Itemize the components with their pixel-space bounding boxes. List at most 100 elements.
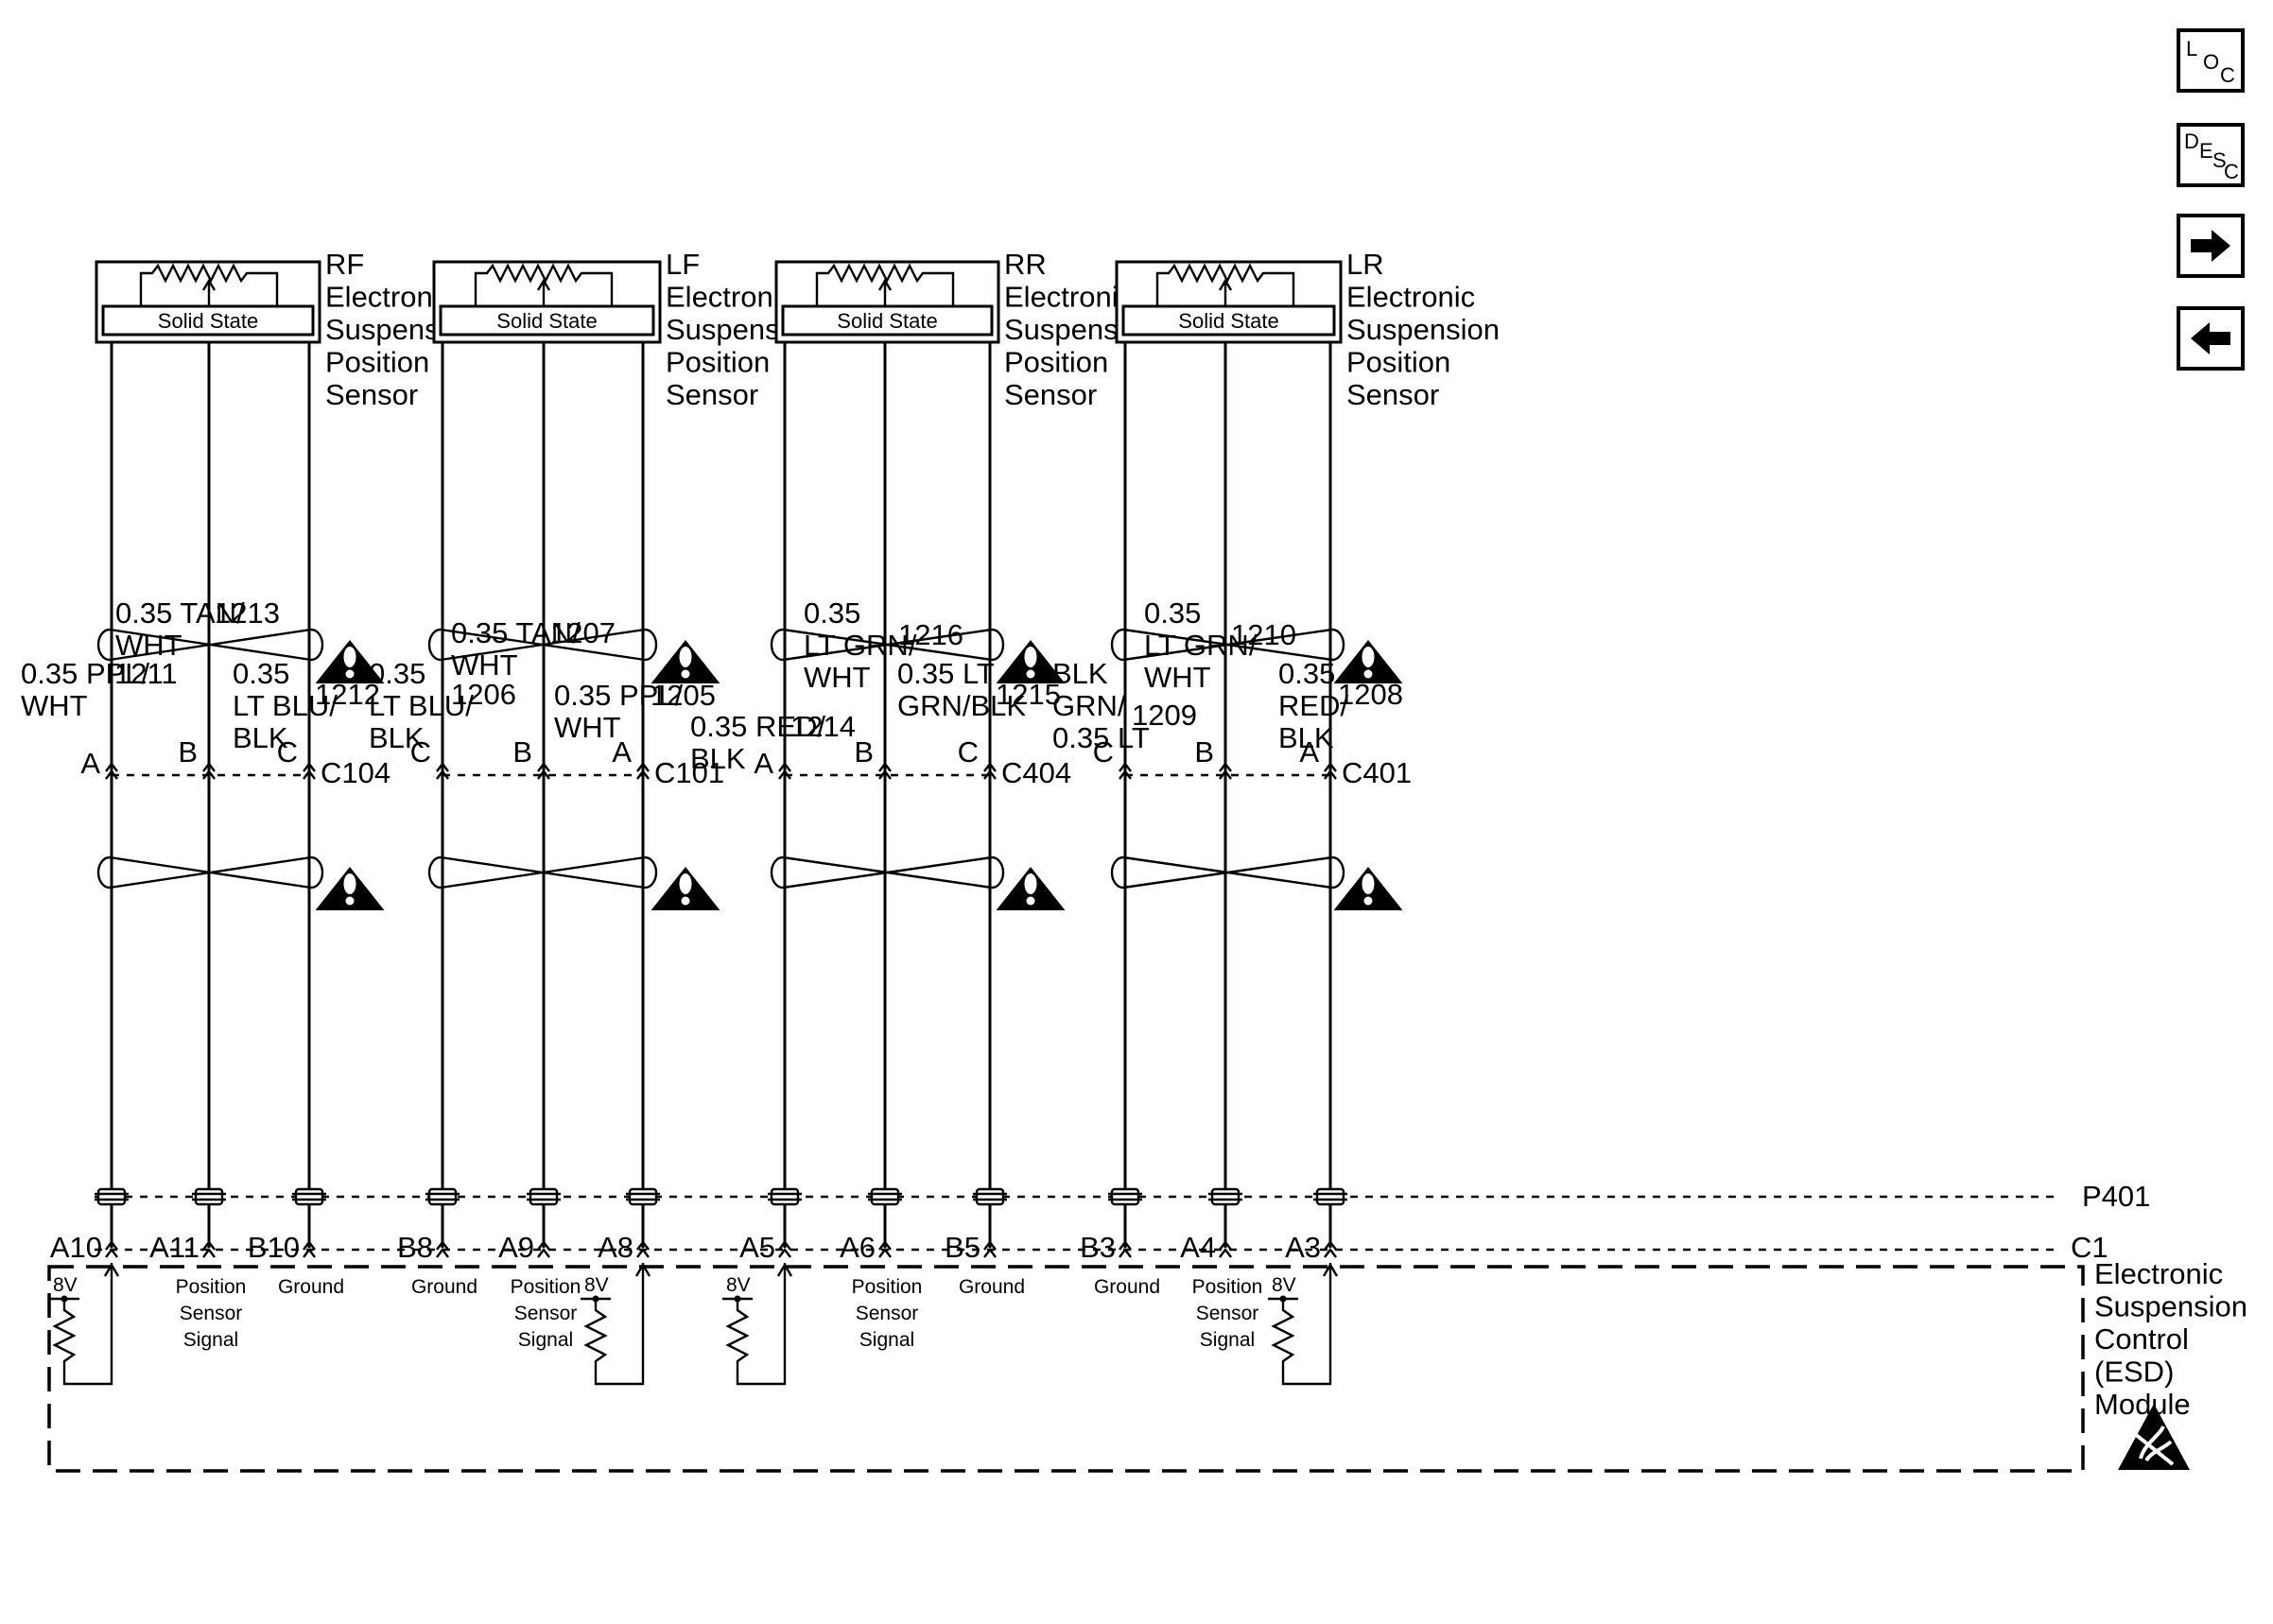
module-pin-number: B8: [397, 1231, 433, 1264]
pin-function-label: Signal: [1200, 1329, 1255, 1351]
module-pin-number: A6: [840, 1231, 876, 1264]
caution-mark: [343, 647, 356, 667]
connector-chevron-icon: [202, 1240, 216, 1251]
inline-connector-icon: [192, 1187, 226, 1206]
clip-body: [529, 1187, 559, 1206]
wire-color-label: WHT: [115, 629, 182, 662]
wiper-arrow: [536, 278, 551, 291]
wire-color-label: WHT: [554, 711, 621, 744]
wire-color-label: GRN/: [1052, 689, 1126, 722]
caution-dot: [1026, 669, 1035, 679]
pin-letter: C: [958, 735, 979, 769]
connector-chevron-icon: [878, 1240, 892, 1251]
pin-letter: A: [612, 735, 632, 769]
pin-function-label: Ground: [278, 1276, 344, 1298]
module-pin-number: A4: [1180, 1231, 1216, 1264]
sensor-name-line: Sensor: [1004, 378, 1097, 411]
twist-end: [1331, 628, 1345, 662]
pull-up-resistor-icon: 8V: [49, 1274, 79, 1369]
pin-letter: A: [80, 747, 100, 780]
wire-color-label: BLK: [690, 742, 746, 775]
desc-letter-s: S: [2212, 148, 2227, 172]
circuit-number: 1215: [996, 678, 1061, 711]
description-button[interactable]: D E S C: [2177, 123, 2245, 187]
pin-letter: B: [1194, 735, 1214, 769]
module-pin-number: A5: [739, 1231, 775, 1264]
connector-chevron-icon: [1119, 1240, 1132, 1251]
module-name-line: Control: [2094, 1322, 2189, 1356]
circuit-number: 1207: [550, 616, 616, 649]
connector-chevron-icon: [1119, 769, 1132, 780]
arrow-left-icon: [2191, 322, 2230, 354]
caution-triangle-icon: [651, 867, 720, 910]
connector-chevron-icon: [1324, 769, 1337, 780]
circuit-number: 1206: [451, 678, 516, 711]
input-arrow: [776, 1262, 793, 1277]
pin-letter: C: [277, 735, 298, 769]
connector-id: C101: [654, 756, 724, 789]
loc-letter-o: O: [2203, 50, 2220, 74]
twist-line: [440, 628, 646, 662]
circuit-number: 1213: [215, 596, 280, 630]
pin-letter: B: [178, 735, 198, 769]
connector-chevron-icon: [878, 762, 892, 772]
circuit-number: 1216: [898, 618, 963, 651]
solid-state-label: Solid State: [1178, 309, 1278, 333]
sensor-name-line: Sensor: [1346, 378, 1439, 411]
wire-color-label: 0.35 RED/: [690, 710, 825, 743]
circuit-number: 1210: [1231, 618, 1296, 651]
module-pin-number: A8: [598, 1231, 633, 1264]
twist-end: [310, 855, 324, 890]
previous-page-button[interactable]: [2177, 306, 2245, 371]
connector-chevron-icon: [537, 1240, 550, 1251]
twist-end: [96, 855, 111, 890]
caution-mark: [343, 873, 356, 894]
clip-body: [96, 1187, 127, 1206]
input-arrow: [1322, 1262, 1339, 1277]
pin-function-label: Ground: [411, 1276, 477, 1298]
connector-chevron-icon: [537, 762, 550, 772]
sensor-name-line: Position: [666, 346, 770, 379]
caution-triangle-icon: [315, 867, 385, 910]
module-pin-number: B10: [248, 1231, 300, 1264]
loc-letter-c: C: [2220, 63, 2235, 87]
connector-chevron-icon: [105, 769, 118, 780]
location-button[interactable]: L O C: [2177, 28, 2245, 93]
connector-chevron-icon: [778, 1248, 791, 1258]
input-arrow: [103, 1262, 120, 1277]
twist-end: [1110, 855, 1124, 890]
wire-color-label: 0.35: [233, 657, 289, 690]
wire-color-label: 0.35 TAN/: [115, 596, 245, 630]
resistor-zigzag: [725, 1299, 750, 1369]
clip-body: [1110, 1187, 1140, 1206]
twist-end: [1110, 628, 1124, 662]
pin-function-label: Sensor: [514, 1303, 578, 1324]
connector-chevron-icon: [537, 1248, 550, 1258]
pin-function-label: Ground: [1094, 1276, 1160, 1298]
wiper-arrow: [201, 278, 217, 291]
circuit-number: 1205: [651, 679, 716, 712]
wire-color-label: 0.35: [369, 657, 425, 690]
wire-color-label: 0.35: [1144, 596, 1201, 630]
clip-body: [628, 1187, 658, 1206]
wire-color-label: 0.35 TAN/: [451, 616, 581, 649]
module-name-line: (ESD): [2094, 1356, 2174, 1389]
sensor-name-line: Position: [325, 346, 429, 379]
twisted-pair-icon: [427, 628, 658, 662]
twist-end: [427, 628, 442, 662]
twisted-pair-icon: [770, 855, 1005, 890]
connector-chevron-icon: [1219, 769, 1232, 780]
wiper-arrow: [1218, 278, 1233, 291]
module-connector-id: C1: [2071, 1231, 2108, 1264]
module-name-line: Electronic: [2094, 1257, 2223, 1290]
clip-body: [294, 1187, 324, 1206]
wire-color-label: 0.35 LT: [897, 657, 995, 690]
next-page-button[interactable]: [2177, 214, 2245, 278]
wire-color-label: WHT: [1144, 661, 1211, 694]
twisted-pair-icon: [427, 855, 658, 890]
pull-up-resistor-icon: 8V: [581, 1274, 611, 1369]
supply-voltage-label: 8V: [584, 1274, 609, 1296]
